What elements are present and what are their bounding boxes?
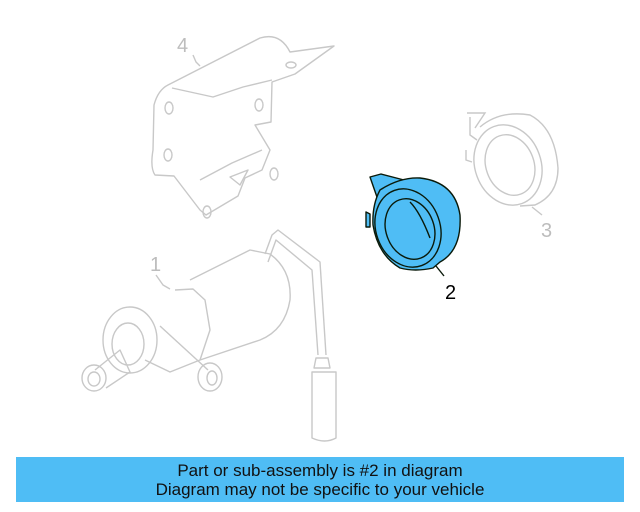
banner-line-disclaimer: Diagram may not be specific to your vehi… <box>155 479 485 499</box>
info-banner: Part or sub-assembly is #2 in diagram Di… <box>16 457 624 502</box>
part-3-ring <box>465 112 559 216</box>
part-4-bracket <box>151 35 335 219</box>
callout-2: 2 <box>445 282 457 304</box>
callout-4: 4 <box>177 35 189 57</box>
banner-line-part-number: Part or sub-assembly is #2 in diagram <box>177 460 463 480</box>
part-1-pump <box>81 229 337 442</box>
callout-1: 1 <box>150 254 162 276</box>
part-2-ring <box>365 173 461 277</box>
callout-3: 3 <box>541 220 553 242</box>
